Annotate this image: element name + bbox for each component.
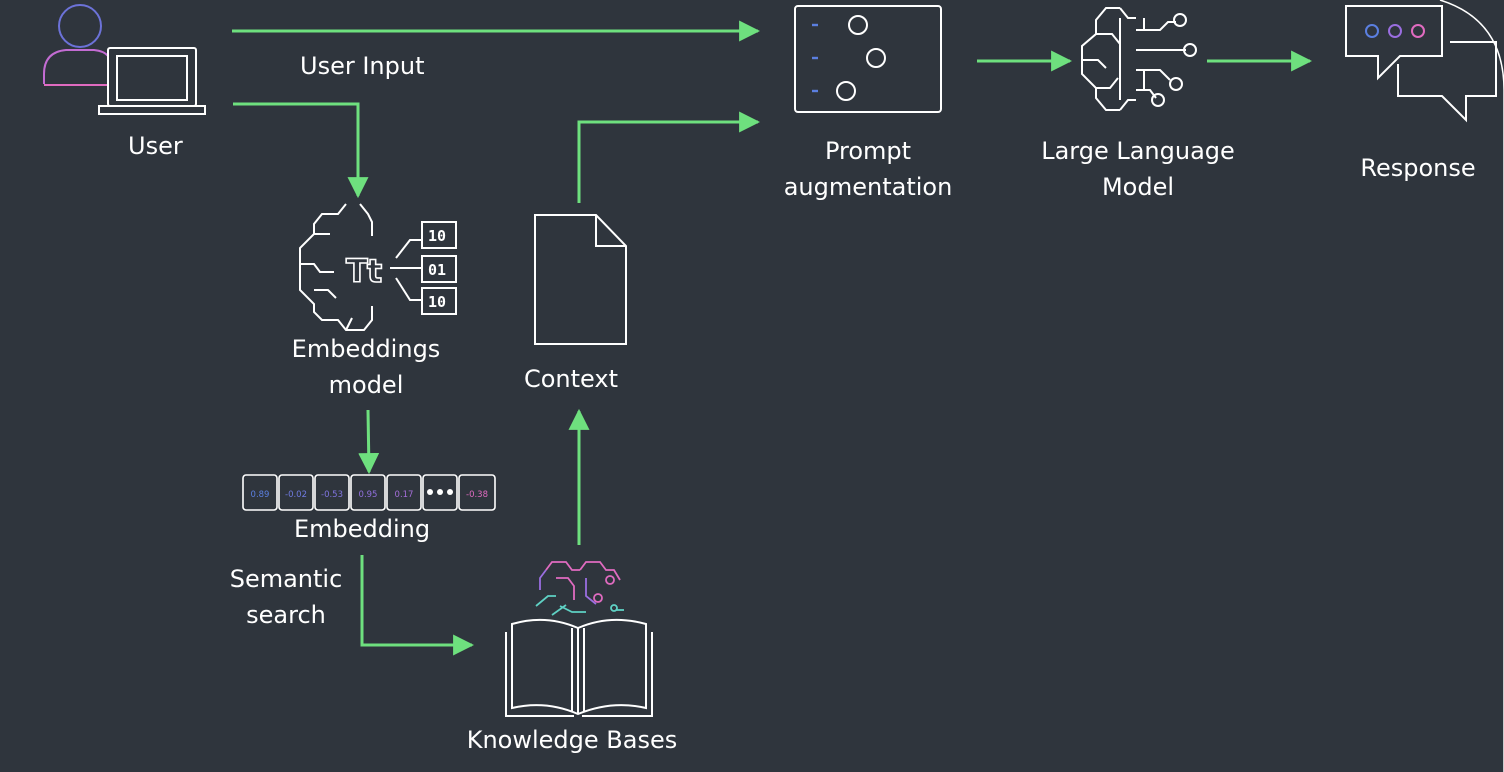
embedding-value-4: 0.95: [359, 490, 378, 500]
laptop-icon: [98, 47, 206, 115]
embeddings-model-label-line2: model: [328, 371, 404, 399]
arrow-embeddings-to-embedding: [358, 409, 380, 475]
user-label: User: [128, 132, 183, 160]
embedding-value-6: -0.38: [466, 490, 488, 500]
response-label: Response: [1360, 154, 1476, 182]
embeddings-model-label-line1: Embeddings: [291, 335, 441, 363]
binary-label-2: 01: [428, 261, 446, 279]
knowledge-bases-label: Knowledge Bases: [466, 726, 678, 754]
embedding-value-3: -0.53: [321, 490, 343, 500]
brain-circuit-icon: [535, 561, 624, 616]
prompt-augmentation-label-line1: Prompt: [824, 137, 912, 165]
arrow-user-to-embeddings: [233, 102, 369, 199]
arrow-semantic-search-to-kb: [360, 555, 475, 656]
semantic-search-label-line1: Semantic: [229, 565, 343, 593]
prompt-augmentation-label-line2: augmentation: [783, 173, 953, 201]
embedding-value-5: 0.17: [395, 490, 414, 500]
binary-label-3: 10: [428, 293, 446, 311]
ellipsis-icon: [427, 489, 453, 495]
embedding-label: Embedding: [293, 515, 431, 543]
user-input-label: User Input: [300, 52, 425, 80]
user-icon: [43, 4, 109, 86]
embedding-vector: [242, 474, 496, 511]
chat-bubbles-icon: [1345, 5, 1497, 123]
embeddings-tt-text: Tt: [346, 252, 382, 290]
embeddings-model-icon: [299, 203, 457, 331]
document-icon: [534, 214, 627, 345]
llm-brain-icon: [1081, 7, 1197, 111]
arrow-context-to-prompt: [577, 111, 761, 203]
embedding-value-1: 0.89: [251, 490, 270, 500]
semantic-search-label-line2: search: [246, 601, 326, 629]
llm-label-line2: Model: [1101, 173, 1175, 201]
book-icon: [505, 618, 653, 717]
binary-label-1: 10: [428, 227, 446, 245]
frame-edge: [1439, 0, 1504, 772]
llm-label-line1: Large Language: [1041, 137, 1235, 165]
embedding-value-2: -0.02: [285, 490, 307, 500]
sliders-icon: [794, 5, 942, 113]
context-label: Context: [523, 365, 619, 393]
